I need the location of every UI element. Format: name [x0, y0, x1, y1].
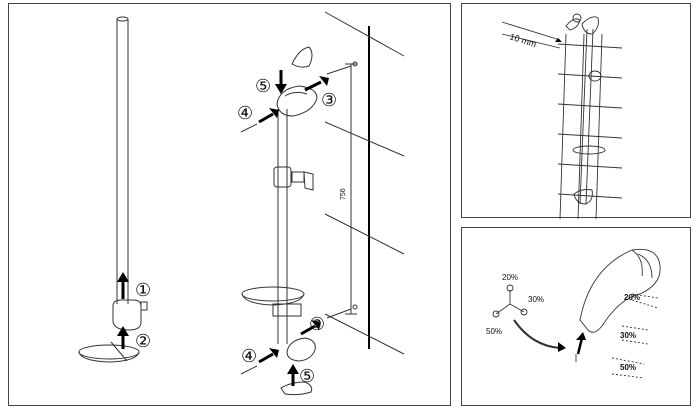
handle-arrow [575, 332, 586, 362]
lower-bracket-left [112, 299, 148, 331]
spray-label-20: 20% [624, 293, 640, 302]
dial-label-50: 50% [486, 327, 502, 336]
flow-dial [492, 284, 528, 318]
wall-handset-holder [588, 70, 602, 82]
step-4-bot-label: ④ [241, 346, 257, 367]
wall-bracket-top [581, 16, 599, 35]
spray-pattern-20 [631, 293, 659, 309]
spray-label-30: 30% [620, 331, 636, 340]
lower-clamp [272, 303, 302, 317]
tile-grid [557, 33, 623, 219]
top-cap [291, 46, 313, 68]
screw-bottom [326, 304, 358, 319]
dial-label-30: 30% [528, 295, 544, 304]
gap-dimension-line [501, 21, 562, 49]
step-5-top-label: ⑤ [255, 76, 271, 97]
gap-dimension-label: 10 mm [508, 31, 537, 49]
lower-bracket-right [286, 337, 316, 362]
spray-label-50: 50% [620, 363, 636, 372]
soap-dish-left [78, 341, 140, 363]
spray-adjust-panel: 20% 30% 50% 20% 30% 50% [461, 227, 691, 406]
step-2-label: ② [135, 331, 151, 352]
wall-grid-panel: 10 mm [461, 3, 691, 219]
hand-shower-head [579, 248, 661, 333]
spray-pattern-50 [611, 357, 645, 379]
rotate-arrow [513, 319, 566, 352]
assembly-drawing: ① ② ⑤ ④ ③ ③ ④ ⑤ 756 [78, 11, 405, 396]
arrow-step-5-top [275, 70, 287, 94]
rail-tube-left [116, 16, 129, 304]
rail-tube-right [277, 109, 288, 344]
spray-adjust-drawing: 20% 30% 50% 20% 30% 50% [486, 248, 661, 379]
arrow-step-4-bot [240, 348, 279, 375]
step-4-top-label: ④ [237, 103, 253, 124]
arrow-step-5-bot [287, 364, 299, 386]
wall-soap-dish [572, 145, 606, 155]
screw-top [326, 61, 358, 75]
dial-label-20: 20% [502, 273, 518, 282]
upper-bracket [276, 85, 318, 117]
spray-pattern-30 [621, 325, 649, 345]
arrow-step-3-top [304, 76, 329, 92]
rail-on-wall [579, 28, 594, 205]
step-3-top-label: ③ [321, 90, 337, 111]
wall-grid-drawing: 10 mm [501, 13, 623, 219]
shower-head [565, 13, 582, 31]
arrow-step-3-bot [300, 320, 321, 336]
assembly-panel: ① ② ⑤ ④ ③ ③ ④ ⑤ 756 [8, 3, 451, 406]
arrow-step-4-top [240, 108, 279, 133]
arrow-step-1 [117, 272, 129, 299]
dimension-line [345, 63, 357, 315]
handset-holder [273, 166, 314, 191]
step-3-bot-label: ③ [309, 314, 325, 335]
soap-dish-right [241, 286, 305, 306]
wall-lines [324, 11, 405, 355]
wall-bracket-bottom [573, 189, 593, 205]
step-5-bot-label: ⑤ [299, 366, 315, 387]
step-1-label: ① [135, 280, 151, 301]
dimension-label: 756 [340, 188, 347, 200]
arrow-step-2 [117, 326, 129, 349]
